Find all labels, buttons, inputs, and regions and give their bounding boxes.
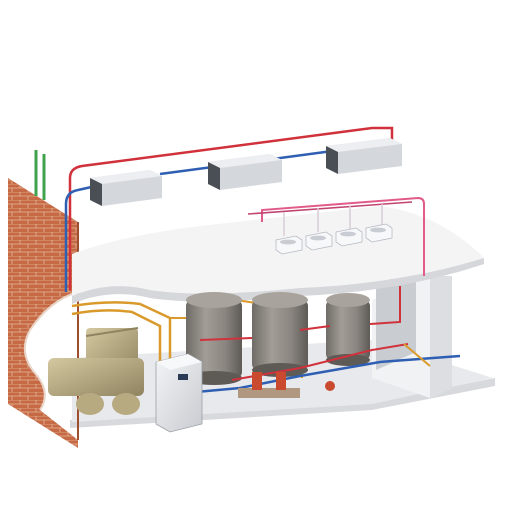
wash-basin — [365, 223, 393, 243]
control-cabinet — [155, 353, 203, 433]
wash-basin — [305, 231, 333, 251]
air-handler-unit — [90, 170, 162, 206]
basin-pipework — [247, 196, 425, 276]
chiller-unit — [48, 327, 144, 415]
storage-tank — [252, 292, 308, 377]
pump-manifold — [238, 372, 335, 398]
wash-basin — [275, 235, 303, 255]
distribution-pipework — [195, 286, 461, 394]
air-handler-unit — [208, 154, 282, 190]
storage-tank — [326, 293, 370, 366]
air-handler-unit — [326, 138, 402, 174]
vent-pipes — [34, 150, 46, 200]
wash-basin — [335, 227, 363, 247]
brick-wall — [8, 178, 79, 448]
